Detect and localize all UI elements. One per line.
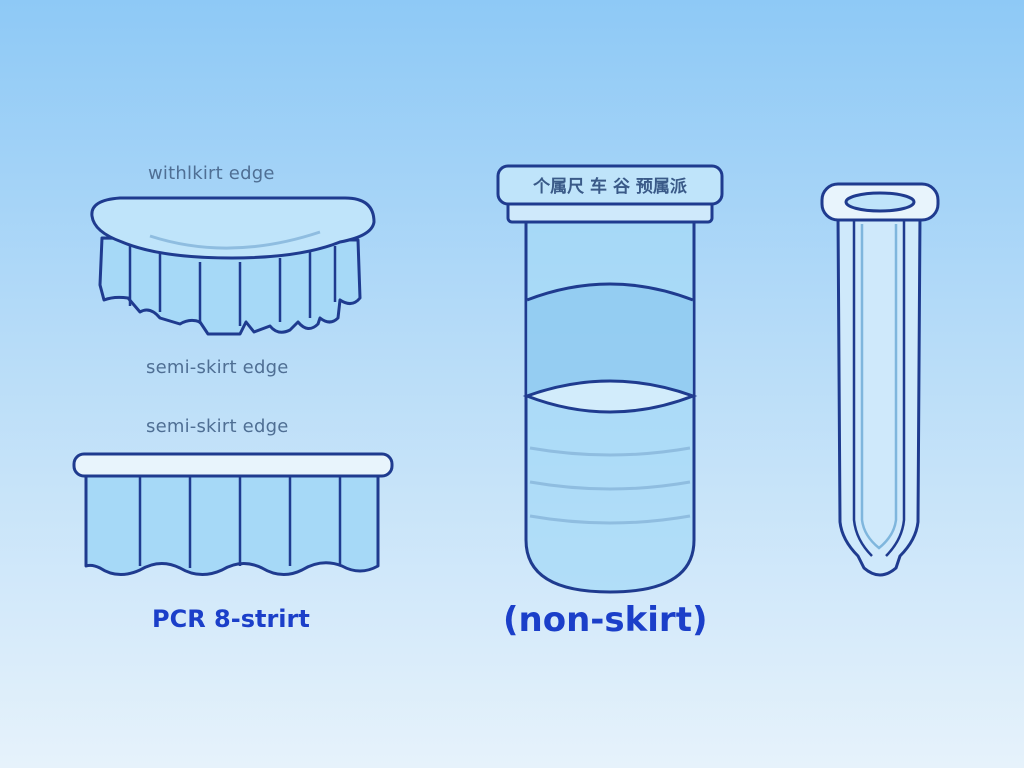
pcr-plate-full-skirt-icon xyxy=(90,196,376,336)
label-non-skirt: (non-skirt) xyxy=(503,600,708,640)
pcr-tube-icon xyxy=(496,164,724,594)
pcr-plate-semi-skirt-icon xyxy=(72,452,394,576)
label-pcr-strip: PCR 8-strirt xyxy=(152,605,310,633)
tube-cap-text: 个属尺 车 谷 预属派 xyxy=(533,177,687,197)
label-semi-skirt-edge: semi-skirt edge xyxy=(146,357,289,378)
label-full-skirt-edge: withlkirt edge xyxy=(148,163,275,184)
label-semi-skirt-edge-2: semi-skirt edge xyxy=(146,416,289,437)
conical-tube-icon xyxy=(820,182,940,577)
